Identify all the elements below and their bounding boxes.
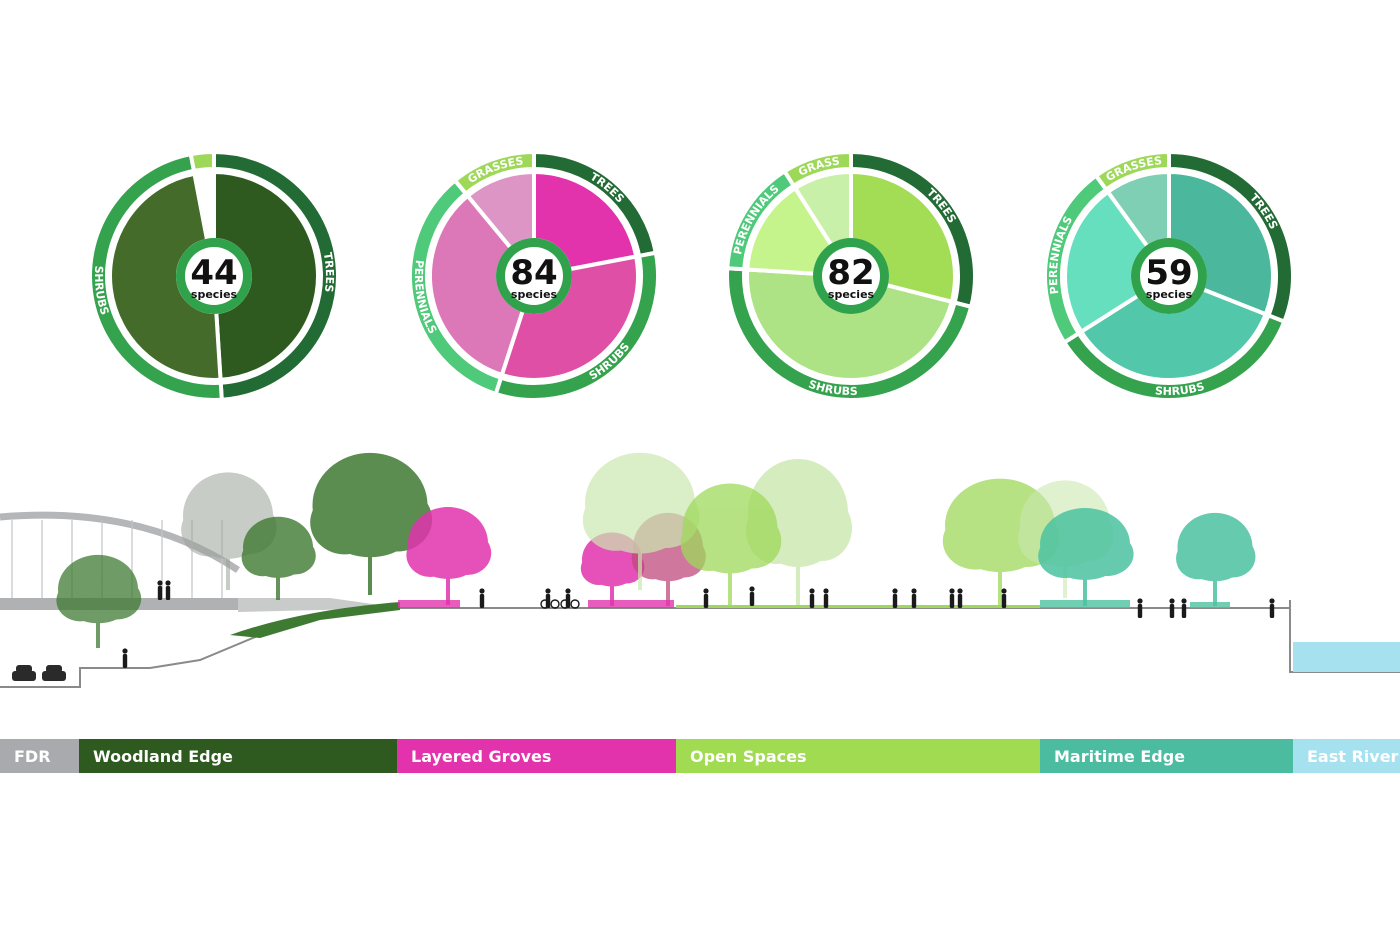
person-silhouette <box>479 588 485 608</box>
species-count: 84 <box>510 253 557 293</box>
person-silhouette <box>1137 598 1143 618</box>
open-tree <box>680 483 782 606</box>
person-silhouette <box>157 580 163 600</box>
center-disc <box>505 247 563 305</box>
outer-ring-grass <box>781 149 853 189</box>
car-icon <box>12 665 36 681</box>
center-disc <box>1140 247 1198 305</box>
bicycle-icon <box>540 599 560 609</box>
species-unit: species <box>191 288 238 301</box>
maritime-groundcover <box>1190 602 1230 608</box>
grove-tree <box>406 507 492 605</box>
woodland-tree <box>241 516 316 600</box>
person-silhouette <box>911 588 917 608</box>
species-count: 44 <box>190 253 237 293</box>
person-silhouette <box>1001 588 1007 608</box>
maritime-tree <box>1176 512 1256 606</box>
person-silhouette <box>122 648 128 668</box>
species-unit: species <box>828 288 875 301</box>
woodland-groundcover <box>230 602 400 638</box>
grove-groundcover <box>398 600 460 608</box>
person-silhouette <box>949 588 955 608</box>
person-silhouette <box>1169 598 1175 618</box>
lawn <box>676 605 1040 608</box>
person-silhouette <box>892 588 898 608</box>
river-water <box>1293 642 1400 672</box>
slice-label-trees: TREES <box>321 251 336 293</box>
zone-layered-groves: Layered Groves <box>397 739 676 773</box>
zone-legend-bar: FDR Woodland Edge Layered Groves Open Sp… <box>0 739 1400 773</box>
species-count: 59 <box>1145 253 1192 293</box>
person-silhouette <box>545 588 551 608</box>
person-silhouette <box>1181 598 1187 618</box>
species-unit: species <box>1146 288 1193 301</box>
person-silhouette <box>165 580 171 600</box>
woodland-tree <box>310 452 433 595</box>
maritime-tree <box>1038 508 1134 606</box>
site-section-illustration <box>0 452 1400 688</box>
zone-woodland-edge: Woodland Edge <box>79 739 397 773</box>
outer-ring-grasses <box>1093 149 1171 193</box>
species-unit: species <box>511 288 558 301</box>
outer-ring-other <box>188 149 216 174</box>
bicycle-icon <box>560 599 580 609</box>
zone-fdr: FDR <box>0 739 79 773</box>
center-disc <box>185 247 243 305</box>
person-silhouette <box>565 588 571 608</box>
person-silhouette <box>809 588 815 608</box>
woodland-tree <box>56 554 142 648</box>
person-silhouette <box>749 586 755 606</box>
species-count: 82 <box>827 253 874 293</box>
open-tree-faded <box>582 452 700 590</box>
grove-groundcover <box>588 600 674 608</box>
center-disc <box>822 247 880 305</box>
person-silhouette <box>703 588 709 608</box>
zone-maritime-edge: Maritime Edge <box>1040 739 1293 773</box>
outer-ring-grasses <box>452 149 536 197</box>
person-silhouette <box>957 588 963 608</box>
zone-east-river: East River <box>1293 739 1400 773</box>
zone-open-spaces: Open Spaces <box>676 739 1040 773</box>
ground-profile <box>0 607 1400 688</box>
person-silhouette <box>823 588 829 608</box>
car-icon <box>42 665 66 681</box>
person-silhouette <box>1269 598 1275 618</box>
maritime-groundcover <box>1040 600 1130 608</box>
